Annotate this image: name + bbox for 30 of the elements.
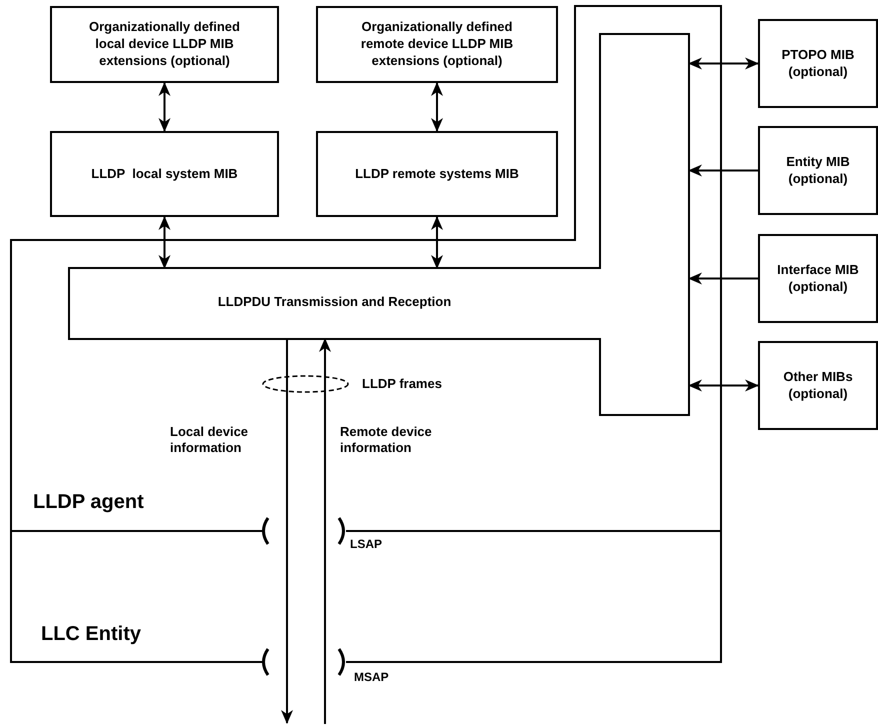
arrow bbox=[431, 216, 443, 269]
arrow bbox=[688, 164, 758, 176]
box-label: PTOPO MIB (optional) bbox=[780, 46, 856, 80]
sap-label: LSAP bbox=[350, 537, 382, 552]
box-label: Organizationally defined remote device LLDP MIB extensions (optional) bbox=[360, 19, 514, 70]
arrow bbox=[281, 339, 293, 724]
box-label: LLDP remote systems MIB bbox=[355, 166, 519, 182]
frames-label: LLDP frames bbox=[362, 376, 442, 392]
sap-label: MSAP bbox=[354, 670, 389, 685]
arrow bbox=[158, 216, 170, 269]
layer-label: LLC Entity bbox=[41, 622, 141, 647]
arrow bbox=[688, 272, 758, 284]
box-label: Entity MIB (optional) bbox=[785, 154, 851, 188]
mib-box bbox=[758, 126, 878, 215]
edge-label: Remote device information bbox=[340, 424, 433, 456]
box-label: Organizationally defined local device LLDP MIB extensions (optional) bbox=[88, 19, 241, 70]
box-label: Other MIBs (optional) bbox=[782, 368, 854, 402]
box-label: Interface MIB (optional) bbox=[776, 262, 860, 296]
arrow bbox=[688, 380, 759, 392]
mib-box bbox=[758, 234, 878, 323]
box-label: LLDP local system MIB bbox=[91, 166, 238, 182]
arrow bbox=[319, 338, 331, 724]
mib-box bbox=[758, 341, 878, 430]
block-label: LLDPDU Transmission and Reception bbox=[216, 294, 452, 310]
arrow bbox=[158, 82, 170, 132]
arrow bbox=[688, 58, 759, 70]
edge-label: Local device information bbox=[170, 424, 250, 456]
arrow bbox=[431, 82, 443, 132]
mib-box bbox=[758, 19, 878, 108]
layer-label: LLDP agent bbox=[33, 490, 144, 515]
